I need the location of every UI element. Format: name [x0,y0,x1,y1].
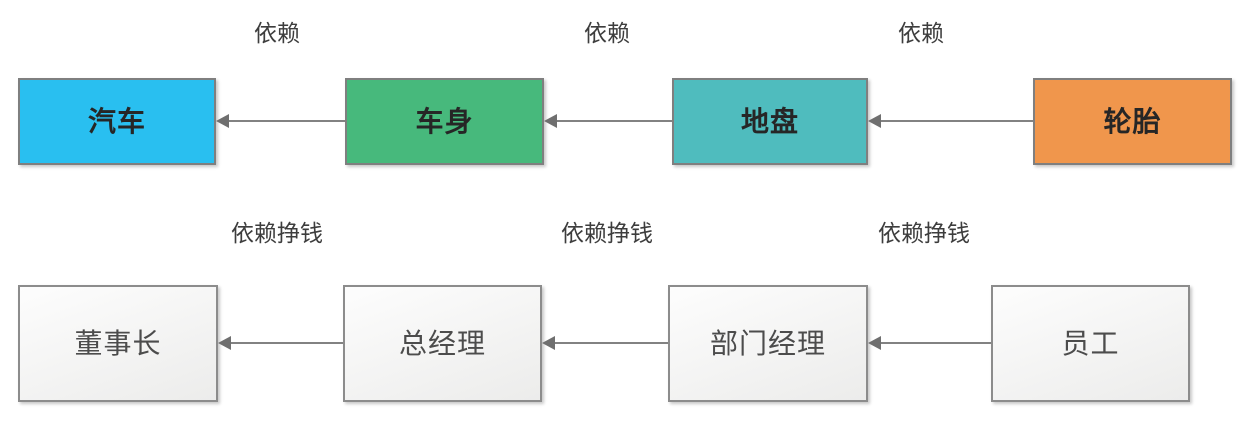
arrow-line [878,342,991,344]
arrow-line [554,120,672,122]
edge-label-earn-1: 依赖挣钱 [231,220,323,246]
node-car-body-label: 车身 [415,105,474,137]
arrow-line [226,120,345,122]
node-chassis-label: 地盘 [740,105,799,137]
edge-label-depend-3: 依赖 [898,20,944,46]
node-car: 汽车 [18,78,216,165]
edge-label-earn-2: 依赖挣钱 [561,220,653,246]
node-department-manager: 部门经理 [668,285,868,402]
arrow-line [228,342,343,344]
node-chairman: 董事长 [18,285,218,402]
arrow-left-head-icon [868,336,881,350]
edge-label-earn-3: 依赖挣钱 [878,220,970,246]
node-employee: 员工 [991,285,1190,402]
arrow-left-head-icon [218,336,231,350]
arrow-line [552,342,668,344]
node-chairman-label: 董事长 [74,327,162,359]
edge-label-depend-2: 依赖 [584,20,630,46]
arrow-line [878,120,1033,122]
arrow-left-head-icon [868,114,881,128]
arrow-left-head-icon [544,114,557,128]
node-general-manager: 总经理 [343,285,542,402]
node-department-manager-label: 部门经理 [709,327,826,359]
edge-label-depend-1: 依赖 [254,20,300,46]
node-car-body: 车身 [345,78,544,165]
node-tire-label: 轮胎 [1103,105,1162,137]
node-car-label: 汽车 [87,105,146,137]
arrow-left-head-icon [542,336,555,350]
node-tire: 轮胎 [1033,78,1232,165]
arrow-left-head-icon [216,114,229,128]
node-general-manager-label: 总经理 [398,327,486,359]
node-employee-label: 员工 [1061,327,1120,359]
node-chassis: 地盘 [672,78,868,165]
